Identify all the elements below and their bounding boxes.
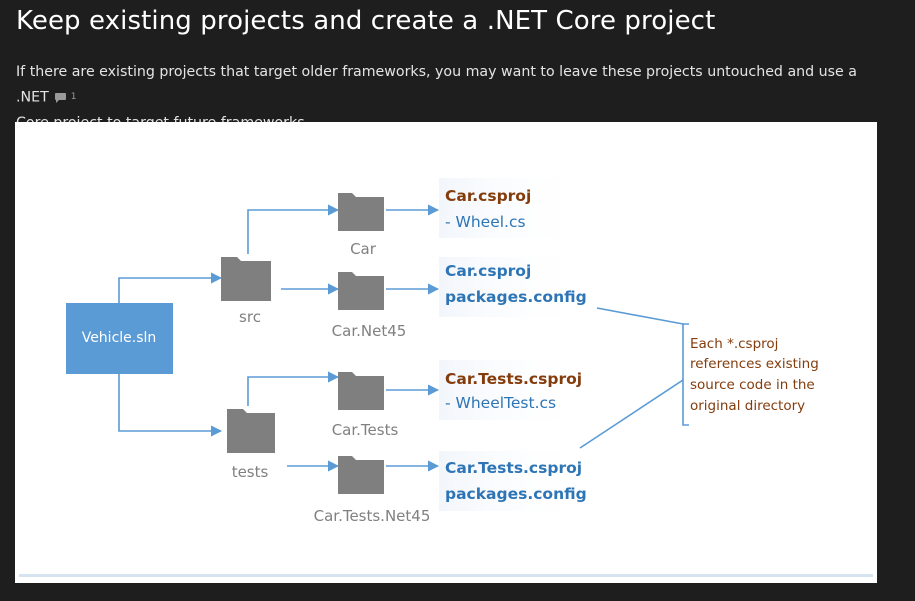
folder-label-car-tests-net45: Car.Tests.Net45 (314, 507, 431, 525)
folder-icon-car-net45 (338, 272, 384, 310)
project-name-car-net45: Car.csproj (445, 262, 531, 280)
folder-label-tests: tests (232, 463, 269, 481)
arrow-src-to-car (247, 204, 340, 254)
arrow-solution-to-src (118, 272, 223, 303)
note-bracket (682, 323, 689, 426)
diagram-bottom-rule (19, 574, 873, 577)
folder-label-car-tests: Car.Tests (332, 421, 399, 439)
folder-icon-car-tests-net45 (338, 456, 384, 494)
folder-icon-src (221, 257, 271, 301)
project-structure-diagram: Vehicle.sln (66, 178, 819, 525)
note-line-4: original directory (690, 398, 805, 414)
folder-label-src: src (239, 308, 261, 326)
project-file-car-tests: - WheelTest.cs (445, 394, 556, 412)
diagram-image: Vehicle.sln (15, 122, 877, 583)
project-file-car: - Wheel.cs (445, 213, 526, 231)
project-file-car-net45: packages.config (445, 288, 587, 306)
folder-icon-car (338, 193, 384, 231)
note-line-3: source code in the (690, 377, 815, 393)
solution-label: Vehicle.sln (82, 330, 157, 346)
solution-box (66, 303, 173, 374)
project-name-car-tests: Car.Tests.csproj (445, 370, 582, 388)
note-line-2: references existing (690, 356, 819, 372)
comment-icon[interactable] (54, 92, 69, 103)
project-file-car-tests-net45: packages.config (445, 485, 587, 503)
note-line-1: Each *.csproj (690, 336, 778, 352)
project-name-car-tests-net45: Car.Tests.csproj (445, 459, 582, 477)
comment-count[interactable]: 1 (70, 92, 77, 102)
arrow-tests-to-car-tests (247, 371, 340, 406)
project-name-car: Car.csproj (445, 187, 531, 205)
note-connector-bottom (579, 379, 684, 449)
note-connector-top (596, 307, 684, 325)
arrow-solution-to-tests (118, 374, 223, 437)
folder-icon-car-tests (338, 372, 384, 410)
folder-label-car-net45: Car.Net45 (332, 322, 407, 340)
folder-label-car: Car (350, 240, 377, 258)
intro-line-1: If there are existing projects that targ… (16, 64, 857, 106)
page-title: Keep existing projects and create a .NET… (16, 6, 716, 36)
folder-icon-tests (227, 409, 275, 453)
